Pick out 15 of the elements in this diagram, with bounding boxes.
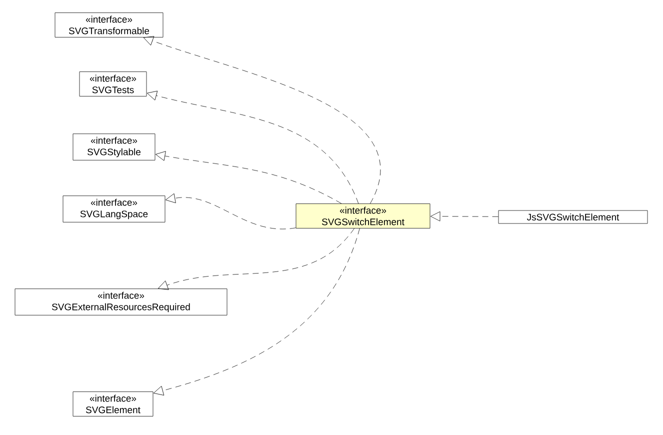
realization-arrow — [430, 211, 498, 222]
realization-arrow — [146, 90, 359, 204]
class-box: JsSVGSwitchElement — [498, 210, 648, 224]
realization-arrow — [165, 193, 296, 230]
class-box: «interface» SVGSwitchElement — [296, 204, 430, 228]
realization-arrow — [155, 151, 342, 204]
realization-arrow — [153, 228, 360, 396]
class-box: «interface» SVGTests — [79, 72, 147, 96]
realization-arrow — [158, 228, 354, 290]
class-box: «interface» SVGExternalResourcesRequired — [14, 288, 228, 316]
class-box: «interface» SVGStylable — [72, 134, 156, 160]
class-box: «interface» SVGTransformable — [54, 12, 164, 38]
class-box: «interface» SVGLangSpace — [62, 196, 166, 222]
realization-arrow — [143, 36, 380, 204]
class-box: «interface» SVGElement — [72, 392, 154, 416]
